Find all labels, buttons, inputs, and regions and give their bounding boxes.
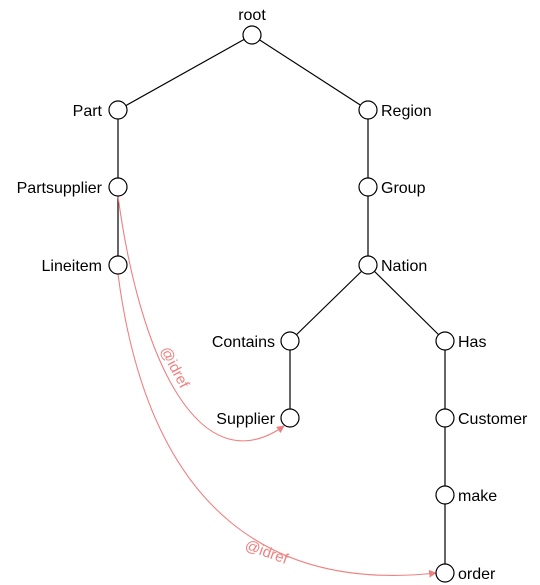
label-root: root [238,7,266,24]
edge-root-part [117,34,253,111]
node-lineitem [108,255,128,275]
label-partsupplier: Partsupplier [17,180,103,197]
label-contains: Contains [212,334,275,351]
label-lineitem: Lineitem [42,258,102,275]
node-part [108,100,128,120]
label-customer: Customer [458,411,528,428]
idref-label-1: @idref [156,344,192,392]
label-has: Has [458,334,486,351]
node-order [435,563,455,583]
node-root [242,25,262,45]
label-make: make [458,488,497,505]
node-region [358,100,378,120]
idref-label-2: @idref [243,537,291,568]
edge-nation-contains [289,264,369,342]
node-contains [280,331,300,351]
node-make [435,485,455,505]
label-part: Part [73,103,103,120]
node-partsupplier [108,177,128,197]
edge-nation-has [367,264,446,342]
node-has [435,331,455,351]
idref-arrow-lineitem-order [117,273,437,578]
label-nation: Nation [381,258,427,275]
label-group: Group [381,180,426,197]
label-supplier: Supplier [216,411,275,428]
node-customer [435,408,455,428]
node-group [358,177,378,197]
label-order: order [458,566,496,583]
label-region: Region [381,103,432,120]
idref-arrow-partsupplier-supplier [117,195,285,442]
node-nation [358,255,378,275]
node-supplier [280,408,300,428]
edge-root-region [251,34,369,111]
